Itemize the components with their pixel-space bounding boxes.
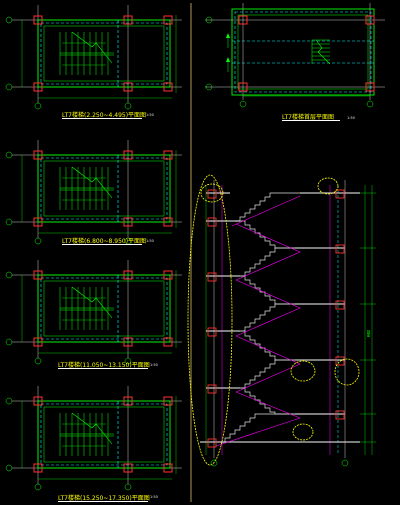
top-plan-title: LT7楼梯首层平面图: [282, 114, 334, 121]
plan-3-title: LT7楼梯(11.050~13.150)平面图: [58, 362, 150, 369]
plan-1-scale: 1:50: [146, 113, 154, 117]
plan-1-title-underline: [62, 118, 142, 119]
plan-2-scale: 1:50: [146, 239, 154, 243]
plan-3-scale: 1:50: [150, 363, 158, 367]
plan-2-title: LT7楼梯(6.800~8.950)平面图: [62, 238, 147, 245]
section-label: 剖面: [367, 330, 371, 337]
plan-4-scale: 1:50: [150, 495, 158, 499]
top-plan-title-underline: [282, 120, 340, 121]
top-plan-scale: 1:50: [347, 116, 355, 120]
stair-section-drawing: [187, 174, 376, 467]
plan-4-title-underline: [58, 501, 148, 502]
plan-1-title: LT7楼梯(2.250~4.495)平面图: [62, 112, 147, 119]
top-plan-drawing: [205, 3, 385, 108]
plan-3-title-underline: [58, 368, 148, 369]
plan-4-title: LT7楼梯(15.250~17.350)平面图: [58, 495, 150, 502]
plan-2-title-underline: [62, 244, 142, 245]
